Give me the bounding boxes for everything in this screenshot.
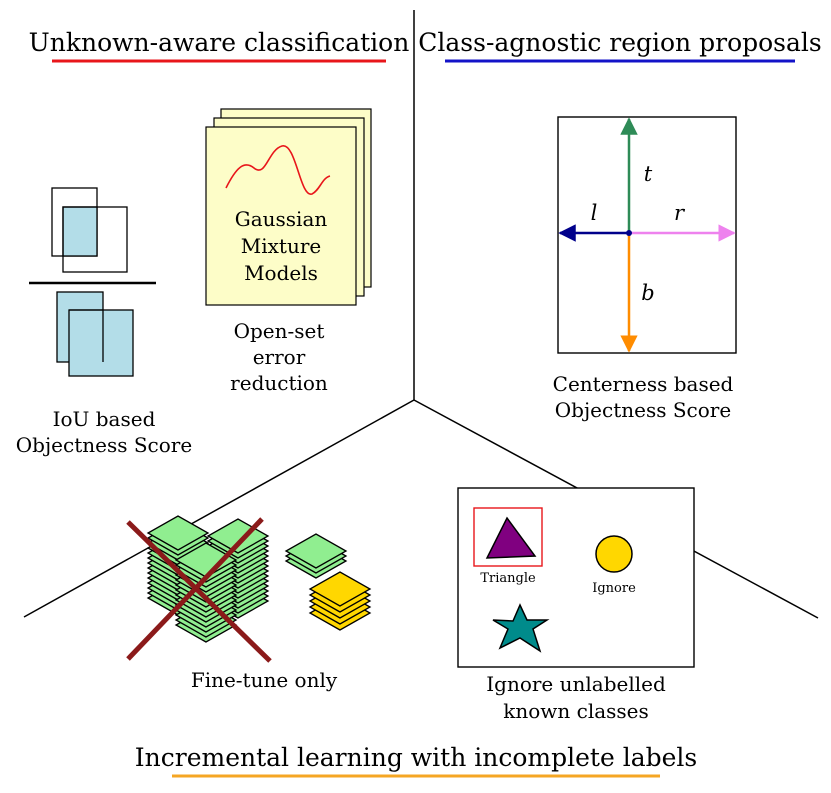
gmm-label-line2: Mixture: [241, 234, 321, 258]
gmm-label-line1: Gaussian: [235, 207, 328, 231]
triangle-label: Triangle: [480, 571, 536, 586]
ignore-shape-label: Ignore: [592, 581, 636, 596]
triangle-icon: [485, 516, 537, 559]
section-unknown-aware: Unknown-aware classification IoU based O…: [16, 28, 410, 457]
iou-label-line2: Objectness Score: [16, 433, 192, 457]
ignore-panel: [457, 487, 695, 668]
iou-boxes-icon: [29, 187, 156, 377]
section-title: Unknown-aware classification: [29, 28, 410, 57]
section-title: Class-agnostic region proposals: [418, 28, 821, 57]
section-title: Incremental learning with incomplete lab…: [135, 743, 697, 772]
tile-stack: [308, 571, 372, 631]
ignore-label-line2: known classes: [503, 699, 649, 723]
layer-stack-icon: [146, 515, 372, 643]
cross-out-icon: [126, 517, 272, 663]
var-t: t: [644, 162, 653, 186]
centerness-box-icon: [557, 116, 737, 354]
section-incremental-learning: Fine-tune only Triangle Ignore Ignore un…: [126, 487, 697, 778]
circle-icon: [595, 535, 633, 573]
open-set-label-line2: error: [253, 345, 306, 369]
var-r: r: [674, 201, 686, 225]
triangle-bbox: [473, 507, 543, 567]
iou-label-line1: IoU based: [53, 407, 156, 431]
finetune-label: Fine-tune only: [191, 668, 338, 692]
centerness-label-line1: Centerness based: [553, 372, 734, 396]
star-icon: [492, 603, 550, 653]
open-set-label-line1: Open-set: [234, 319, 325, 343]
var-b: b: [641, 281, 654, 305]
var-l: l: [591, 201, 598, 225]
tile-stack: [284, 533, 348, 579]
ignore-label-line1: Ignore unlabelled: [486, 672, 666, 696]
gmm-label-line3: Models: [244, 261, 318, 285]
section-class-agnostic: Class-agnostic region proposals t l r b …: [418, 28, 821, 422]
gaussian-paper-stack-icon: [205, 108, 372, 306]
centerness-label-line2: Objectness Score: [555, 398, 731, 422]
open-set-label-line3: reduction: [230, 371, 328, 395]
